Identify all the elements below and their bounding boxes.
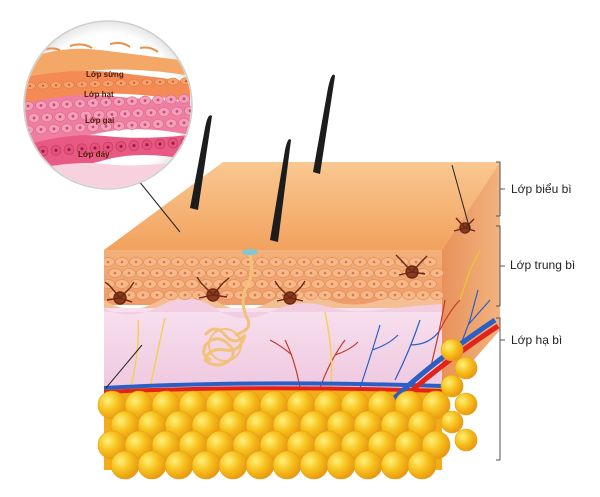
label-stratum-basale: Lớp đáy xyxy=(78,150,110,159)
epidermis-surface xyxy=(104,162,500,250)
label-dermis: Lớp trung bì xyxy=(510,258,576,272)
sweat-pore xyxy=(242,249,258,255)
right-side-face xyxy=(442,162,500,396)
label-stratum-spinosum: Lớp gai xyxy=(85,116,115,125)
fat-cell-icon xyxy=(97,338,478,480)
dermis-front xyxy=(104,308,442,390)
blood-vessel-icon xyxy=(269,249,491,389)
label-hypodermis: Lớp hạ bì xyxy=(511,333,563,347)
melanocyte-icon xyxy=(104,217,476,305)
hair-icon xyxy=(190,74,335,242)
label-stratum-corneum: Lớp sừng xyxy=(86,70,124,79)
magnified-inset xyxy=(23,20,193,190)
sweat-gland-icon xyxy=(202,254,254,367)
label-epidermis: Lớp biểu bì xyxy=(511,182,572,196)
label-stratum-granulosum: Lớp hạt xyxy=(84,90,114,99)
layer-brackets xyxy=(496,161,505,461)
